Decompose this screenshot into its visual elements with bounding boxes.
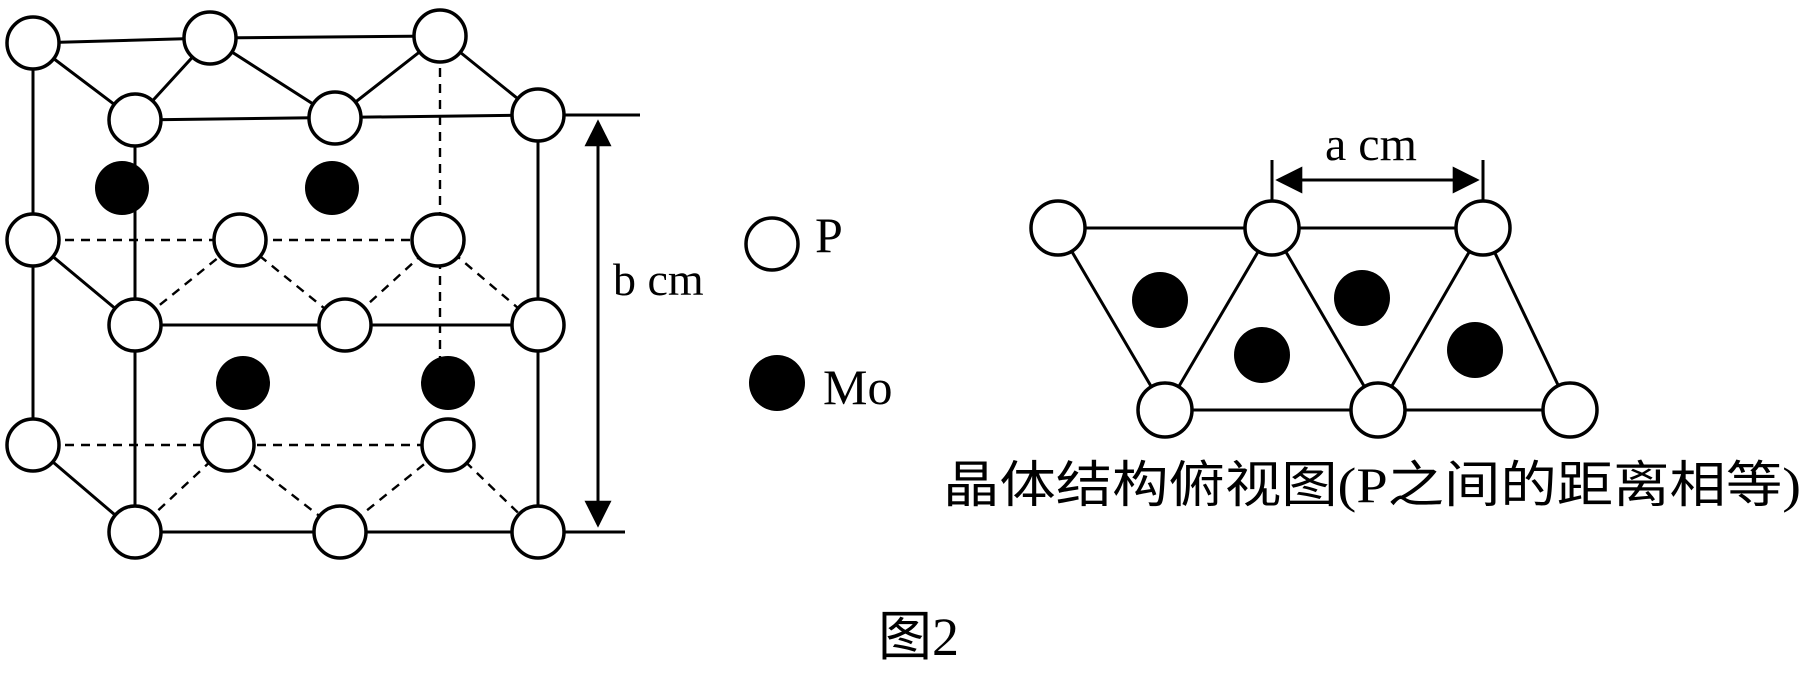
p-atom	[1541, 381, 1599, 439]
legend-mo-symbol	[749, 355, 805, 411]
mo-atoms-3d	[95, 161, 475, 410]
p-atom	[510, 504, 566, 560]
p-atom	[107, 504, 163, 560]
p-atom	[1136, 381, 1194, 439]
figure-caption: 图2	[878, 607, 959, 667]
mo-atom	[305, 161, 359, 215]
p-atom	[1454, 199, 1512, 257]
p-atom	[1243, 199, 1301, 257]
p-atom	[317, 297, 373, 353]
p-atom	[510, 297, 566, 353]
mo-atom	[1334, 270, 1390, 326]
p-atom	[5, 15, 61, 71]
mo-atom	[1447, 322, 1503, 378]
top-view: a cm 晶体结构俯视图(P之间的距离相等)	[943, 118, 1801, 513]
p-atom	[200, 417, 256, 473]
legend-p-symbol	[744, 216, 800, 272]
mo-atom	[95, 161, 149, 215]
p-atom	[510, 87, 566, 143]
legend-p-label: P	[815, 207, 843, 263]
unit-cell-3d: b cm	[5, 8, 704, 560]
p-atom	[107, 92, 163, 148]
height-dimension-label: b cm	[613, 254, 704, 305]
mo-atom	[216, 356, 270, 410]
p-atom	[5, 212, 61, 268]
p-atom	[107, 297, 163, 353]
p-atoms-3d	[5, 8, 566, 560]
top-view-caption: 晶体结构俯视图(P之间的距离相等)	[943, 457, 1801, 513]
unit-cell-dashed-edges	[33, 36, 539, 534]
p-atom	[182, 10, 238, 66]
p-atom	[410, 212, 466, 268]
p-atom	[5, 417, 61, 473]
p-atom	[212, 212, 268, 268]
p-atom	[312, 504, 368, 560]
p-atom	[1029, 199, 1087, 257]
p-atom	[1349, 381, 1407, 439]
mo-atom	[1234, 327, 1290, 383]
mo-atom	[1132, 272, 1188, 328]
top-view-lattice-lines	[1056, 226, 1572, 412]
p-atom	[307, 90, 363, 146]
p-atom	[420, 417, 476, 473]
mo-atom	[421, 356, 475, 410]
legend-mo-label: Mo	[823, 359, 892, 415]
legend: P Mo	[744, 207, 892, 415]
p-atom	[412, 8, 468, 64]
width-dimension-label: a cm	[1325, 118, 1417, 171]
